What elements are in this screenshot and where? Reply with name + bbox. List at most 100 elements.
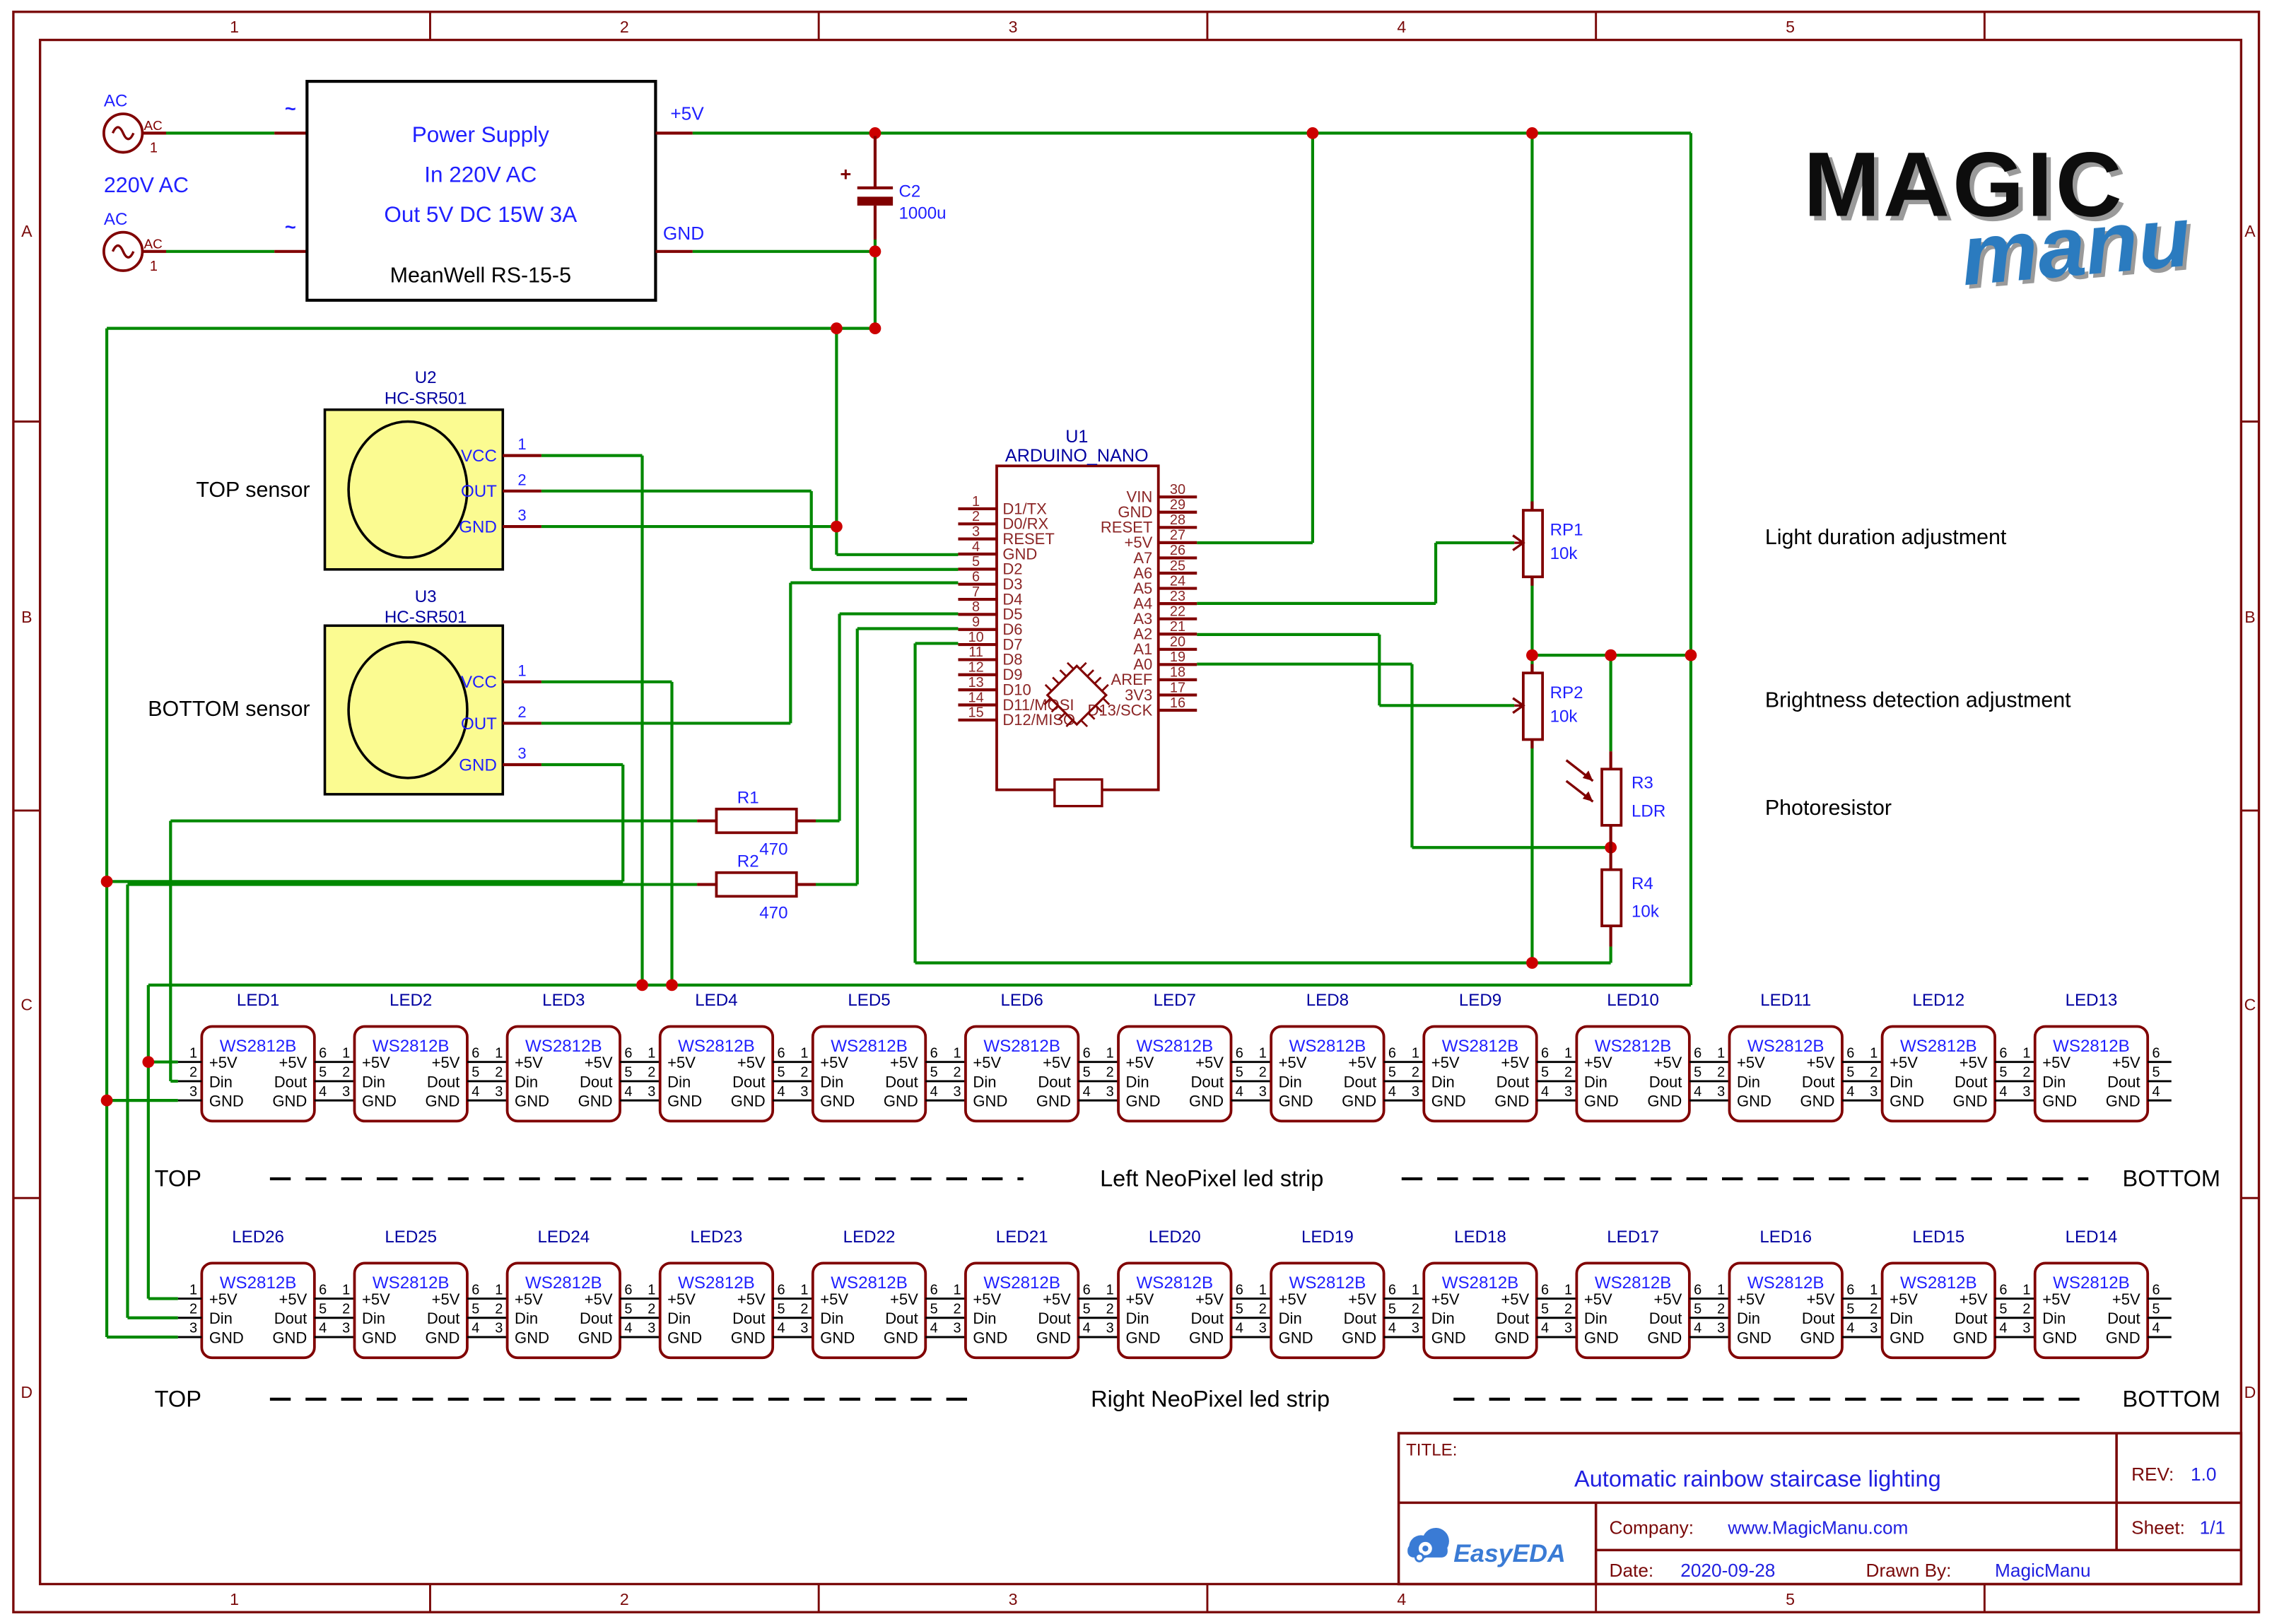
pin-name: +5V — [2112, 1290, 2140, 1308]
pin-name: Din — [362, 1073, 385, 1090]
pin-name: Din — [1126, 1310, 1149, 1327]
led-chip-name: WS2812B — [220, 1273, 297, 1293]
pin-name: GND — [1002, 545, 1037, 563]
drawn-by-value: MagicManu — [1995, 1560, 2091, 1581]
pin-number: 2 — [1412, 1065, 1419, 1081]
pin-number: 2 — [1564, 1065, 1572, 1081]
pin-name: GND — [515, 1093, 549, 1110]
pin-number: 6 — [472, 1282, 479, 1298]
pin-number: 5 — [472, 1065, 479, 1081]
pin-number: 3 — [1106, 1084, 1114, 1100]
pin-number: 2 — [2022, 1302, 2030, 1317]
pin-number: 5 — [1694, 1302, 1702, 1317]
pin-name: +5V — [1126, 1290, 1154, 1308]
pot-body — [1521, 509, 1545, 579]
pin-name: Dout — [1955, 1073, 1988, 1090]
frame-col-label: 5 — [1786, 1590, 1795, 1608]
ac-pin-name: AC — [144, 237, 163, 252]
value: 10k — [1550, 544, 1578, 563]
ref: R4 — [1632, 874, 1653, 893]
pin-number: 4 — [472, 1321, 479, 1336]
led-box — [505, 1025, 621, 1123]
pin-name: +5V — [1960, 1290, 1988, 1308]
pin-name: Din — [1279, 1073, 1302, 1090]
cap-plate-thick — [857, 196, 894, 206]
pin-name: GND — [578, 1329, 613, 1346]
pin-name: D10 — [1002, 681, 1031, 698]
pin-name: GND — [1647, 1093, 1682, 1110]
ref: LED8 — [1306, 991, 1349, 1010]
pin-name: Dout — [1190, 1310, 1224, 1327]
pin-name: GND — [1494, 1329, 1529, 1346]
pin-name: GND — [1036, 1329, 1071, 1346]
ref: R1 — [737, 788, 759, 807]
pin-name: GND — [2042, 1329, 2077, 1346]
pin-name: GND — [1126, 1093, 1161, 1110]
pin-number: 2 — [1106, 1065, 1114, 1081]
pin-number: 3 — [1412, 1321, 1419, 1336]
pin-name: +5V — [1431, 1290, 1460, 1308]
pin-name: D9 — [1002, 666, 1022, 683]
junction-dot — [830, 520, 843, 533]
ac-sine-icon — [111, 126, 135, 141]
pin-name: GND — [1118, 503, 1152, 521]
date-value: 2020-09-28 — [1680, 1560, 1775, 1581]
sensor-function-label: TOP sensor — [196, 478, 310, 502]
led-box — [200, 1261, 316, 1360]
pin-number: 3 — [1106, 1321, 1114, 1336]
strip-end-label: BOTTOM — [2123, 1166, 2220, 1191]
pin-name: GND — [362, 1093, 397, 1110]
frame-row-label: B — [21, 608, 32, 626]
pin-number: 5 — [1083, 1302, 1091, 1317]
junction-dot — [1526, 126, 1538, 139]
led-chip-name: WS2812B — [220, 1037, 297, 1056]
led-chip-name: WS2812B — [2053, 1273, 2130, 1293]
company-value: www.MagicManu.com — [1727, 1517, 1908, 1538]
pin-name: GND — [2042, 1093, 2077, 1110]
pin-number: 25 — [1170, 558, 1185, 574]
pin-number: 6 — [624, 1282, 632, 1298]
frame-col-label: 4 — [1397, 18, 1406, 36]
power-supply-text: In 220V AC — [424, 162, 537, 187]
pin-name: A4 — [1133, 594, 1152, 612]
ac-pin-number: 1 — [150, 259, 158, 274]
led-box — [811, 1025, 927, 1123]
ref: LED1 — [237, 991, 279, 1010]
pin-number: 3 — [954, 1321, 961, 1336]
led-box — [505, 1261, 621, 1360]
ref: LED12 — [1912, 991, 1964, 1010]
junctions — [100, 126, 1697, 1107]
pin-name: OUT — [461, 714, 497, 734]
ref: LED25 — [385, 1228, 437, 1247]
pin-number: 4 — [972, 539, 980, 555]
pin-number: 4 — [319, 1321, 327, 1336]
pin-name: GND — [209, 1329, 244, 1346]
pin-number: 3 — [1564, 1084, 1572, 1100]
pin-name: A0 — [1133, 656, 1152, 673]
easyeda-logo: EasyEDA — [1407, 1527, 1566, 1567]
pin-name: Din — [820, 1073, 843, 1090]
pin-number: 4 — [319, 1084, 327, 1100]
pin-name: Din — [1737, 1310, 1760, 1327]
pin-name: D8 — [1002, 651, 1022, 669]
value: 10k — [1550, 707, 1578, 726]
pin-number: 1 — [1412, 1282, 1419, 1298]
pin-name: Din — [1431, 1310, 1455, 1327]
ac-pin-name: AC — [144, 118, 163, 133]
pin-name: +5V — [362, 1054, 390, 1071]
pin-number: 1 — [1259, 1282, 1267, 1298]
ref: LED18 — [1454, 1228, 1506, 1247]
led-chip-name: WS2812B — [678, 1273, 755, 1293]
led-chip-name: WS2812B — [1289, 1037, 1366, 1056]
led-box — [1575, 1025, 1691, 1123]
frame-outer — [12, 11, 2261, 1613]
pin-number: 9 — [972, 615, 980, 630]
frame-row-label: A — [2244, 222, 2256, 240]
pin-name: +5V — [1654, 1054, 1682, 1071]
pin-name: Dout — [2107, 1310, 2140, 1327]
line — [1095, 705, 1103, 713]
